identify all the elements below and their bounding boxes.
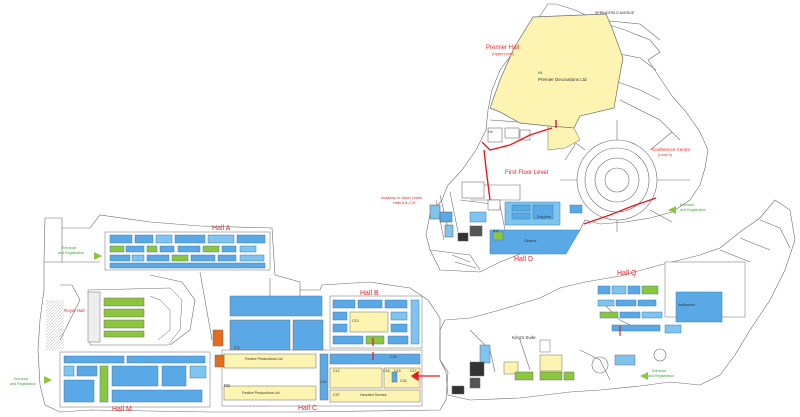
entrance-bottomleft-1: Entrance [14, 377, 29, 381]
entrance-bottom-2: and Registration [648, 374, 675, 378]
entrance-right-2: and Registration [680, 208, 707, 212]
premier-link-area [547, 125, 581, 151]
entrance-bottomleft-2: and Registration [10, 382, 37, 386]
premier-hall-title: Premier Hall [486, 45, 520, 51]
hatch-area [46, 300, 64, 350]
stand-m1[interactable]: M1 [224, 383, 231, 388]
hall-d-label: Hall D [514, 256, 534, 263]
academy-label-2: Halls A,B,C,M [393, 201, 416, 205]
street-label: SPRINGFIELD AVENUE [595, 11, 635, 15]
hall-m-stands[interactable] [59, 351, 211, 408]
premier-hall-area[interactable] [489, 13, 624, 129]
festive-productions-1[interactable]: Festive Productions Ltd [245, 357, 283, 361]
stand-c10[interactable]: C10 [352, 319, 359, 323]
hall-m-label: Hall M [112, 406, 132, 413]
hall-b-stands[interactable] [229, 295, 423, 349]
cinema-label[interactable]: Cinema [524, 239, 537, 243]
walking-routes-upper [481, 120, 657, 225]
kings-suite-label: King's Suite [512, 335, 536, 340]
royal-hall-label: Royal Hall [64, 308, 85, 313]
dolphins-stand[interactable]: Dolphins [537, 215, 551, 219]
stand-h4[interactable]: H4 [488, 130, 493, 134]
first-floor-label: First Floor Level [505, 170, 549, 176]
kings-suite-stands[interactable] [451, 339, 636, 395]
stand-c17[interactable]: C17 [410, 369, 417, 373]
stand-c24[interactable]: C24 [400, 379, 407, 383]
stand-b12[interactable]: B12 [493, 229, 500, 233]
stand-c41[interactable]: C41 [320, 380, 327, 384]
premier-decorations-code: H1 [538, 71, 543, 75]
haunted-scenes-stand[interactable]: Haunted Scenes [360, 393, 387, 397]
stand-c36[interactable]: C36 [390, 355, 397, 359]
hall-a-stands[interactable] [104, 231, 271, 271]
hall-c-label: Hall C [298, 405, 318, 412]
hall-d-stands[interactable] [469, 201, 583, 255]
entrance-left-1: Entrance [62, 246, 77, 250]
festive-productions-2[interactable]: Festive Productions Ltd [242, 391, 280, 395]
hall-a-label: Hall A [212, 225, 231, 232]
stand-c16[interactable]: C16 [383, 369, 390, 373]
hall-c-stands[interactable] [212, 319, 423, 407]
entrance-bottom-1: Entrance [652, 369, 667, 373]
academy-label-1: Academy to Upper Levels [381, 196, 423, 200]
premier-decorations-stand[interactable]: Premier Decorations Ltd [538, 77, 587, 82]
stand-c15[interactable]: C15 [394, 369, 401, 373]
premier-hall-subtitle: (Upper Level) [492, 52, 514, 56]
stand-c37[interactable]: C37 [333, 393, 340, 397]
hall-q-stands[interactable] [597, 261, 746, 334]
conference-centre-label: Conference Centre [652, 147, 691, 152]
stand-c1-top[interactable]: C1 [234, 345, 240, 350]
auditorium-label[interactable]: Auditorium [678, 303, 696, 307]
walking-routes-lower [372, 338, 440, 382]
entrance-arrows [44, 206, 676, 384]
stand-c12[interactable]: C12 [333, 369, 340, 373]
conference-centre-sublabel: (Level 4) [658, 153, 672, 157]
hall-b-label: Hall B [360, 290, 379, 297]
entrance-left-2: and Registration [58, 251, 85, 255]
first-floor-rooms [429, 127, 531, 242]
hall-q-label: Hall Q [617, 270, 637, 277]
entrance-right-1: Entrance [680, 203, 695, 207]
royal-hall[interactable] [87, 287, 183, 346]
